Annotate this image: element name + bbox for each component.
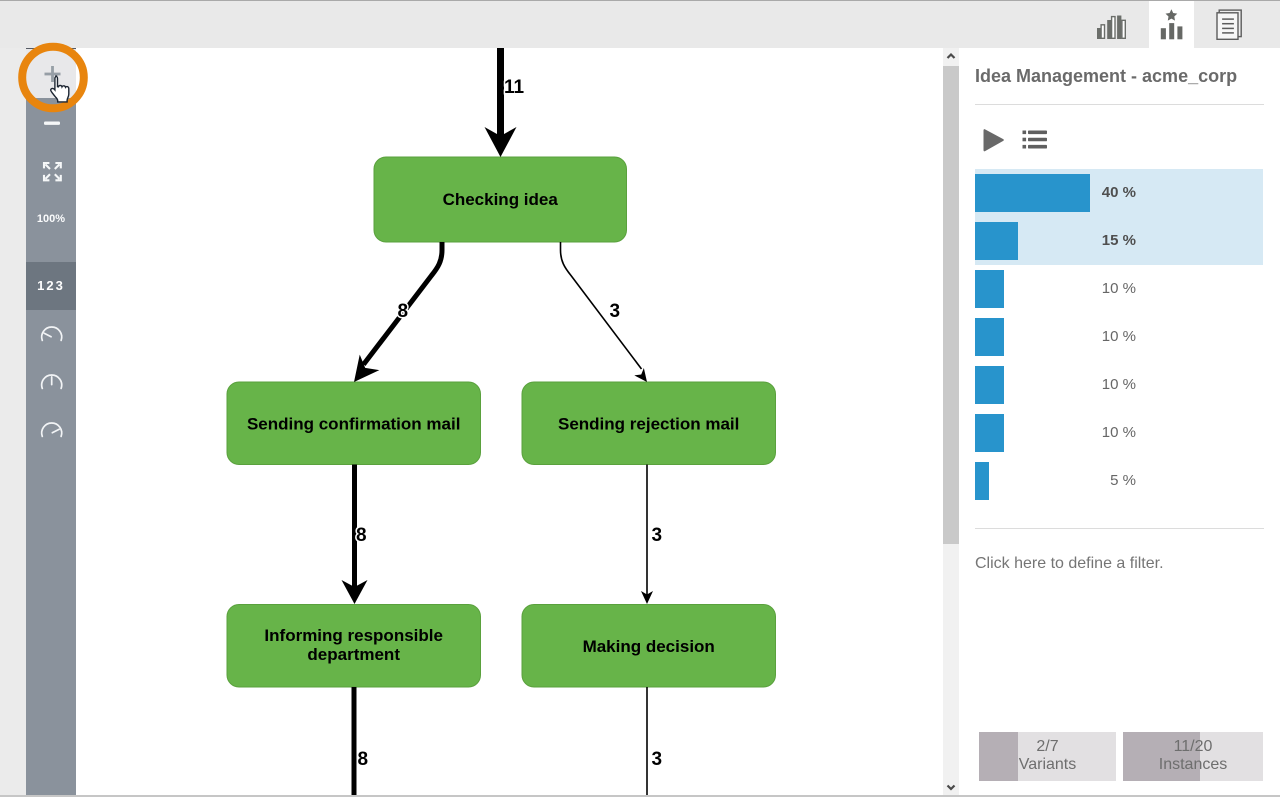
svg-text:3: 3 — [610, 301, 621, 322]
svg-text:Sending rejection mail: Sending rejection mail — [558, 415, 739, 434]
svg-text:department: department — [307, 645, 400, 664]
svg-text:Making decision: Making decision — [583, 637, 715, 656]
svg-text:Sending confirmation mail: Sending confirmation mail — [247, 415, 460, 434]
svg-text:Checking idea: Checking idea — [443, 190, 559, 209]
svg-text:8: 8 — [356, 525, 367, 546]
svg-text:11: 11 — [504, 77, 525, 98]
svg-text:8: 8 — [398, 301, 409, 322]
svg-text:8: 8 — [358, 749, 369, 770]
svg-text:3: 3 — [652, 525, 663, 546]
svg-text:3: 3 — [652, 749, 663, 770]
svg-text:Informing responsible: Informing responsible — [264, 626, 443, 645]
